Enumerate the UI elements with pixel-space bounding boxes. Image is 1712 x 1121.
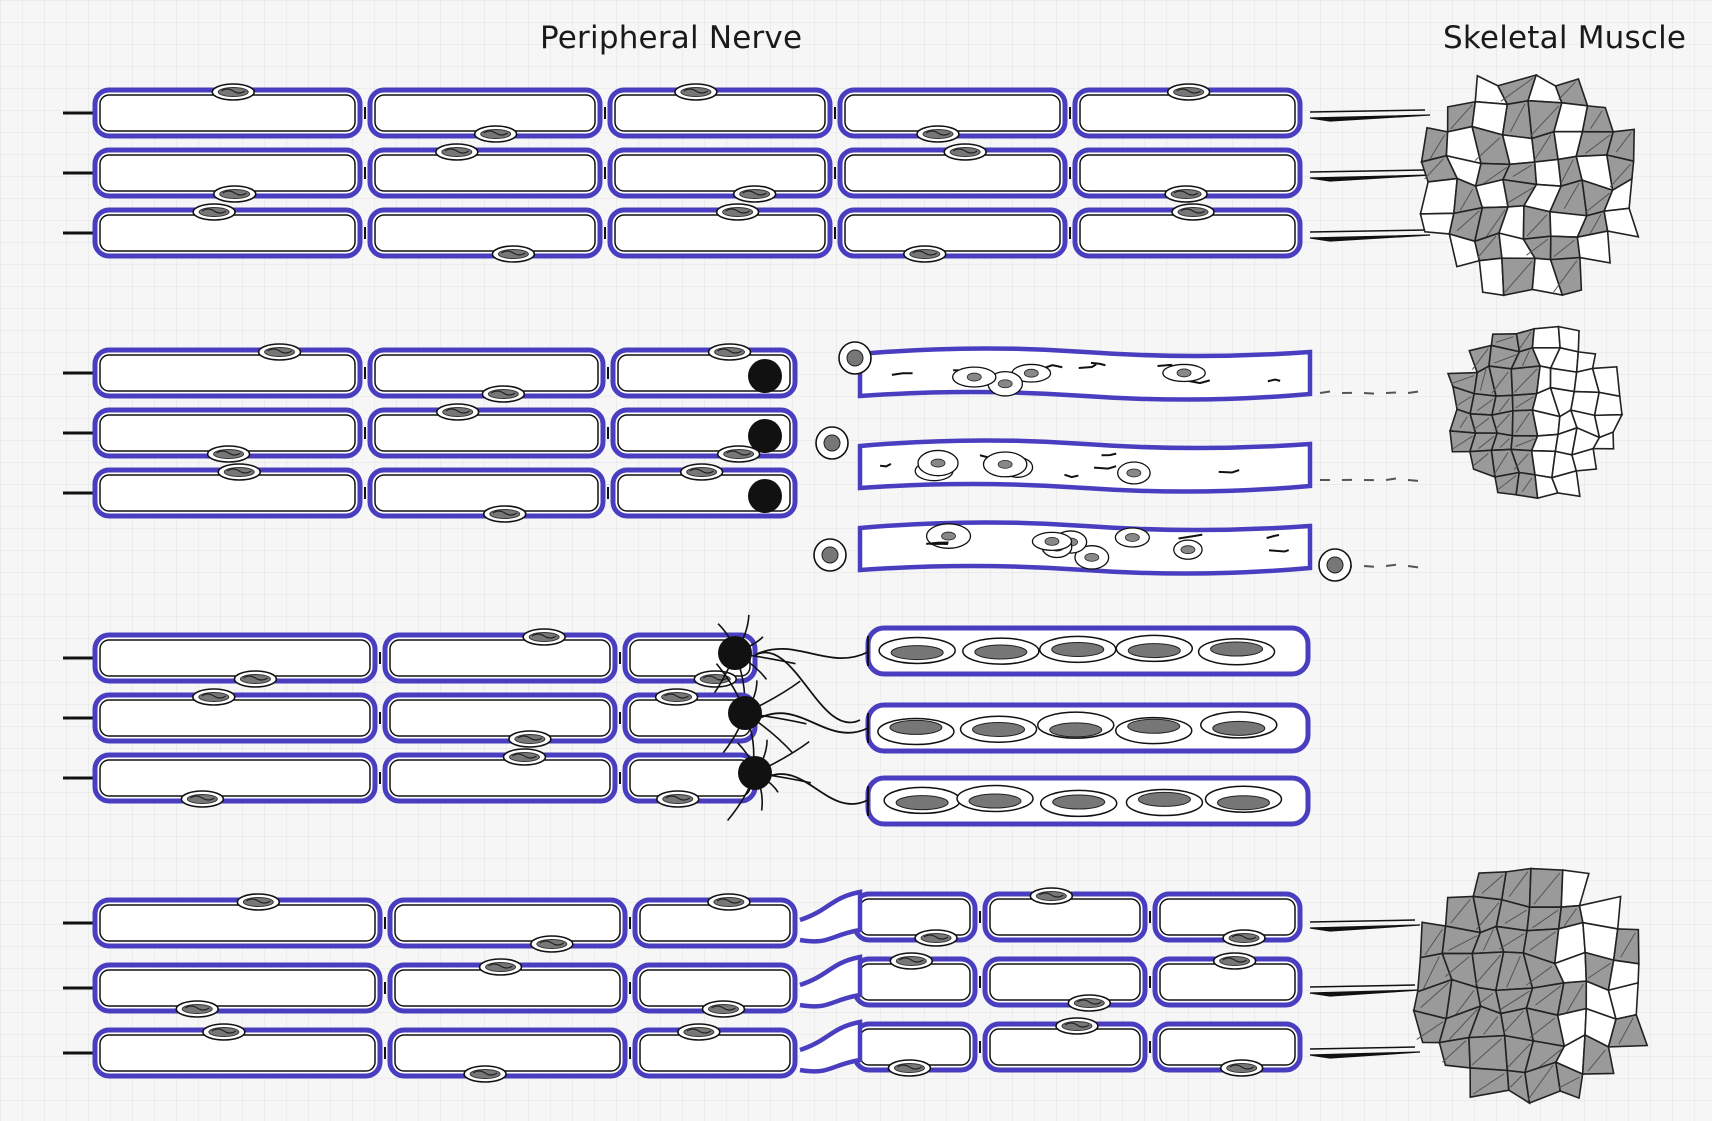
stage4-regenerated-bridge-2 (800, 957, 860, 1006)
stage3-band-of-bungner-1 (868, 628, 1308, 674)
muscle-fiber (1532, 327, 1560, 348)
degenerating-terminals (1320, 392, 1418, 568)
stage4-muscle-reinnervated (1414, 869, 1647, 1103)
regenerated-axon-segment (800, 892, 860, 941)
myelin-debris (1269, 550, 1289, 552)
myelin-internode (95, 635, 375, 681)
stage3-proximal-3 (63, 749, 755, 807)
stage1-fiber-3 (63, 204, 1300, 262)
stage1-fiber-2 (63, 144, 1300, 202)
stage2-distal-3 (860, 522, 1310, 573)
myelin-internode (370, 410, 603, 456)
muscle-fiber-shaded (1439, 1038, 1470, 1068)
growth-cone (728, 740, 811, 821)
stage3-band-of-bungner-2 (868, 705, 1308, 751)
myelin-internode (390, 1030, 625, 1076)
free-macrophage (839, 342, 871, 374)
stage4-proximal-2 (63, 959, 795, 1017)
axon-tip (748, 359, 782, 393)
stage2-muscle-atrophic (1448, 327, 1622, 499)
myelin-internode (95, 695, 375, 741)
muscle-fiber-shaded (1523, 206, 1550, 239)
myelin-internode (855, 894, 975, 940)
stage4-distal-2 (855, 953, 1300, 1011)
myelin-internode (390, 900, 625, 946)
muscle-fiber (1577, 231, 1610, 263)
stage1-muscle-normal (1420, 75, 1638, 295)
stage4-proximal-1 (63, 894, 795, 952)
muscle-fiber-shaded (1469, 1036, 1507, 1071)
myelin-internode (610, 150, 830, 196)
myelin-internode (95, 350, 360, 396)
motor-terminals (1310, 920, 1420, 1058)
muscle-fiber-shaded (1614, 929, 1639, 964)
muscle-fiber (1420, 179, 1457, 214)
muscle-fiber (1561, 870, 1589, 907)
myelin-internode (385, 695, 615, 741)
retraction-bulb (748, 479, 782, 513)
axon-sprout (755, 652, 860, 722)
muscle-fiber (1479, 258, 1503, 295)
stage4-regenerated-bridge-3 (800, 1022, 860, 1071)
stage2-distal-1 (860, 348, 1310, 399)
retraction-bulb (748, 419, 782, 453)
stage4-regenerated-bridge-1 (800, 892, 860, 941)
myelin-internode (95, 755, 375, 801)
axon-tip (748, 479, 782, 513)
regenerated-axon-segment (800, 1022, 860, 1071)
myelin-internode (385, 755, 615, 801)
myelin-internode (985, 959, 1145, 1005)
axon-tip (748, 419, 782, 453)
stage4-proximal-3 (63, 1024, 795, 1082)
axon-sprout (765, 774, 868, 804)
free-macrophage (816, 427, 848, 459)
muscle-fiber (1420, 213, 1453, 234)
muscle-fiber (1595, 392, 1622, 415)
myelin-internode (370, 210, 600, 256)
myelin-internode (370, 150, 600, 196)
stage3-proximal-2 (63, 689, 755, 747)
motor-terminals (1310, 110, 1430, 241)
regenerated-axon-segment (800, 957, 860, 1006)
stage2-distal-2 (860, 440, 1310, 491)
myelin-internode (840, 210, 1065, 256)
retraction-bulb (748, 359, 782, 393)
stage4-distal-3 (855, 1018, 1300, 1076)
myelin-internode (610, 90, 830, 136)
stage3-band-of-bungner-3 (868, 778, 1308, 824)
stage1-fiber-1 (63, 84, 1300, 142)
muscle-fiber-shaded (1527, 907, 1561, 931)
free-macrophage (814, 539, 846, 571)
myelin-internode (385, 635, 615, 681)
myelin-internode (95, 965, 380, 1011)
stage4-distal-1 (855, 888, 1300, 946)
stage2-proximal-3 (63, 464, 795, 522)
muscle-fiber-shaded (1582, 106, 1613, 132)
distal-segment-wallerian (860, 348, 1310, 399)
stage2-proximal-1 (63, 344, 795, 402)
muscle-fiber (1535, 159, 1561, 186)
myelin-internode (95, 900, 380, 946)
stage3-proximal-1 (63, 629, 755, 687)
muscle-fiber (1604, 208, 1638, 237)
axon-sprouts (755, 649, 868, 804)
muscle-fiber-shaded (1530, 869, 1563, 908)
stage2-proximal-2 (63, 404, 795, 462)
free-macrophage (1319, 549, 1351, 581)
